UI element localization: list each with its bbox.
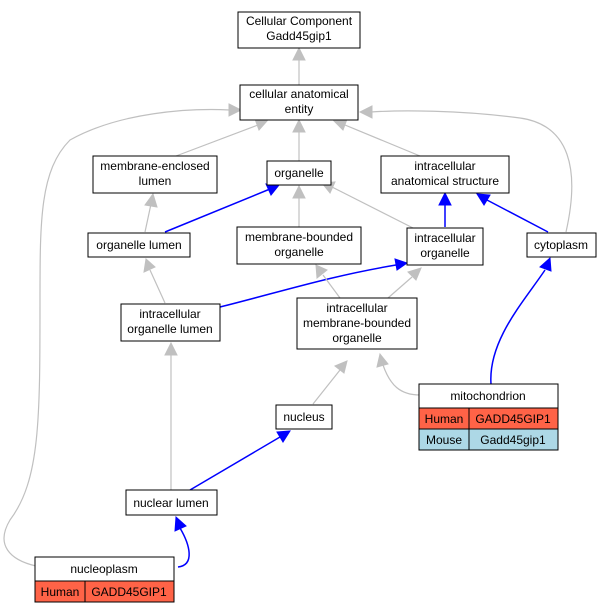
node-label-line: membrane-bounded — [303, 316, 411, 330]
edge-cytoplasm-to-cae — [370, 110, 573, 233]
edge-head-iol-ol — [143, 258, 156, 273]
node-membrane-enclosed-lumen[interactable]: membrane-enclosed lumen — [92, 155, 218, 194]
node-label-line: anatomical structure — [391, 174, 499, 188]
edge-head-cytoplasm-ias — [476, 193, 491, 206]
node-mitochondrion[interactable]: mitochondrion Human GADD45GIP1 Mouse Gad… — [418, 383, 559, 451]
node-cellular-component-root[interactable]: Cellular Component Gadd45gip1 — [237, 11, 361, 49]
edge-head-imbo-io — [407, 267, 422, 281]
node-nuclear-lumen[interactable]: nuclear lumen — [125, 489, 218, 516]
edge-cytoplasm-to-ias — [486, 199, 549, 233]
edge-head-mito-cytoplasm — [539, 256, 552, 272]
node-label-line: membrane-enclosed — [100, 159, 209, 173]
edge-head-mbo-organelle — [292, 184, 306, 199]
annotation-row-human: Human GADD45GIP1 — [418, 407, 559, 430]
edge-head-nl-nucleus — [276, 430, 291, 443]
node-label-line: Gadd45gip1 — [266, 29, 332, 43]
edge-mito-to-cytoplasm — [490, 269, 546, 385]
node-label-line: cytoplasm — [534, 238, 588, 252]
annotation-row-mouse: Mouse Gadd45gip1 — [418, 428, 559, 451]
node-organelle-lumen[interactable]: organelle lumen — [87, 232, 191, 258]
node-nucleoplasm[interactable]: nucleoplasm Human GADD45GIP1 — [34, 556, 175, 603]
node-label-line: organelle — [274, 166, 324, 180]
node-label-line: intracellular — [139, 307, 200, 321]
node-label-line: organelle — [274, 245, 324, 259]
annotation-gene: GADD45GIP1 — [91, 585, 167, 599]
edge-head-nl-iol — [164, 341, 178, 356]
edge-iol-to-io — [219, 264, 397, 308]
edge-head-imbo-mbo — [315, 264, 328, 279]
annotation-gene: GADD45GIP1 — [475, 412, 551, 426]
node-intracellular-anatomical-structure[interactable]: intracellular anatomical structure — [380, 155, 510, 194]
edge-ias-to-cae — [344, 124, 421, 157]
node-label-line: nucleoplasm — [70, 562, 137, 576]
node-label-line: intracellular — [414, 231, 475, 245]
node-label-line: mitochondrion — [450, 389, 525, 403]
nodes: Cellular Component Gadd45gip1 cellular a… — [34, 11, 597, 603]
node-label-line: organelle — [332, 331, 382, 345]
node-cellular-anatomical-entity[interactable]: cellular anatomical entity — [239, 84, 359, 121]
edge-nucleus-to-imbo — [312, 369, 341, 405]
annotation-species: Human — [41, 585, 80, 599]
edge-mel-to-cae — [175, 124, 259, 157]
edge-ol-to-organelle — [164, 188, 271, 233]
node-nucleus[interactable]: nucleus — [275, 404, 333, 430]
node-label-line: entity — [285, 102, 314, 116]
edge-ol-to-mel — [144, 203, 152, 233]
edge-mito-to-imbo — [382, 364, 421, 396]
node-label-line: organelle lumen — [127, 322, 212, 336]
node-label-line: Cellular Component — [246, 14, 353, 28]
edge-head-nucleoplasm-cae — [228, 103, 243, 117]
edge-nucleoplasm-to-cae — [3, 108, 231, 567]
node-label-line: organelle lumen — [96, 238, 181, 252]
node-intracellular-organelle-lumen[interactable]: intracellular organelle lumen — [120, 303, 221, 342]
edge-head-cytoplasm-cae — [358, 105, 373, 119]
edge-imbo-to-mbo — [322, 274, 341, 299]
edge-io-to-organelle — [331, 186, 416, 230]
edges — [3, 46, 573, 568]
node-label-line: intracellular — [326, 301, 387, 315]
edge-head-organelle-cae — [292, 118, 306, 133]
node-membrane-bounded-organelle[interactable]: membrane-bounded organelle — [236, 226, 362, 265]
edge-iol-to-ol — [149, 269, 166, 304]
annotation-gene: Gadd45gip1 — [480, 433, 546, 447]
node-label-line: organelle — [420, 246, 470, 260]
edge-head-ol-mel — [144, 192, 158, 208]
node-label-line: nuclear lumen — [133, 496, 208, 510]
annotation-species: Human — [425, 412, 464, 426]
edge-head-nucleus-imbo — [334, 360, 348, 374]
node-label-line: cellular anatomical — [249, 87, 348, 101]
edge-head-ias-cae — [332, 118, 348, 131]
edge-head-mel-cae — [254, 118, 268, 131]
edge-head-mito-imbo — [376, 352, 389, 368]
edge-head-root — [292, 46, 306, 61]
node-cytoplasm[interactable]: cytoplasm — [526, 232, 597, 258]
edge-imbo-to-io — [387, 276, 413, 299]
edge-np-to-nl — [177, 527, 190, 568]
annotation-row-human: Human GADD45GIP1 — [34, 580, 175, 603]
node-label-line: lumen — [139, 174, 172, 188]
edge-head-io-ias — [438, 191, 452, 206]
node-label-line: membrane-bounded — [245, 230, 353, 244]
node-intracellular-membrane-bounded-organelle[interactable]: intracellular membrane-bounded organelle — [296, 297, 418, 350]
annotation-species: Mouse — [426, 433, 462, 447]
node-label-line: nucleus — [283, 410, 324, 424]
node-intracellular-organelle[interactable]: intracellular organelle — [406, 227, 484, 266]
node-label-line: intracellular — [414, 159, 475, 173]
node-organelle[interactable]: organelle — [266, 160, 332, 186]
edge-nl-to-nucleus — [189, 436, 281, 491]
edge-head-np-nl — [174, 515, 187, 532]
edge-head-iol-io — [394, 258, 409, 271]
